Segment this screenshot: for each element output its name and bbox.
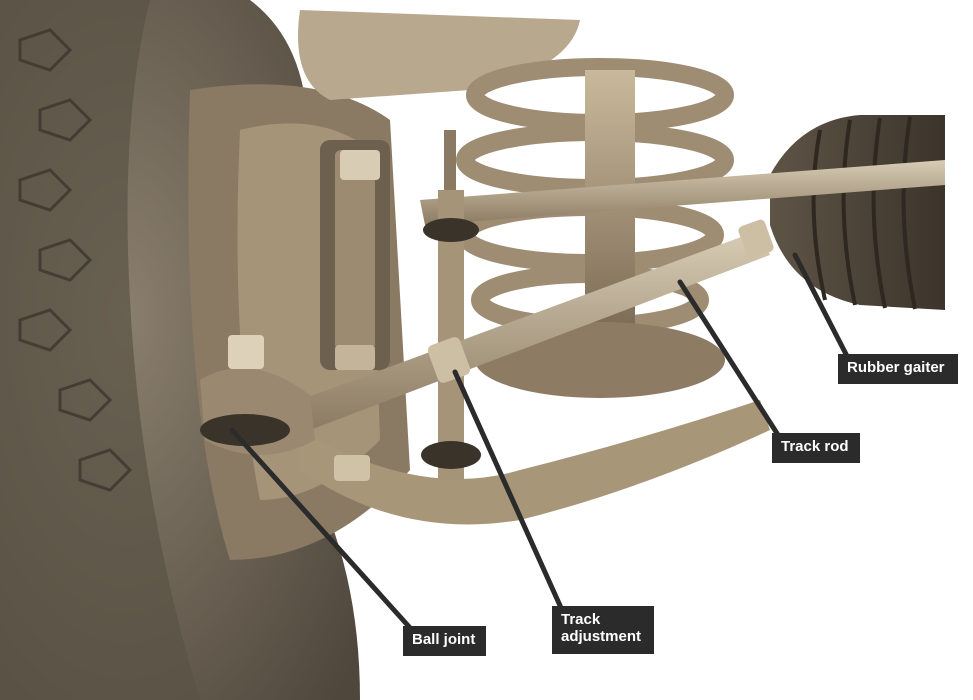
drop-link bbox=[421, 130, 481, 480]
label-track-rod: Track rod bbox=[772, 433, 860, 463]
rubber-gaiter bbox=[770, 115, 945, 310]
label-rubber-gaiter: Rubber gaiter bbox=[838, 354, 958, 384]
leader-line-track-rod bbox=[677, 279, 783, 441]
leader-line-track-adjustment bbox=[452, 369, 565, 613]
steering-rod bbox=[420, 160, 945, 225]
label-ball-joint: Ball joint bbox=[403, 626, 486, 656]
track-rod-shape bbox=[300, 230, 770, 430]
caliper-bracket bbox=[320, 140, 390, 370]
lower-arm bbox=[300, 400, 770, 525]
track-adjustment-clamp bbox=[427, 337, 471, 383]
label-track-adjustment: Track adjustment bbox=[552, 606, 654, 654]
leader-line-rubber-gaiter bbox=[792, 252, 851, 361]
body-panel bbox=[298, 10, 580, 100]
track-rod-clamp bbox=[738, 219, 774, 259]
leader-lines bbox=[229, 252, 851, 633]
ball-joint bbox=[200, 335, 370, 481]
leader-line-ball-joint bbox=[229, 427, 415, 633]
